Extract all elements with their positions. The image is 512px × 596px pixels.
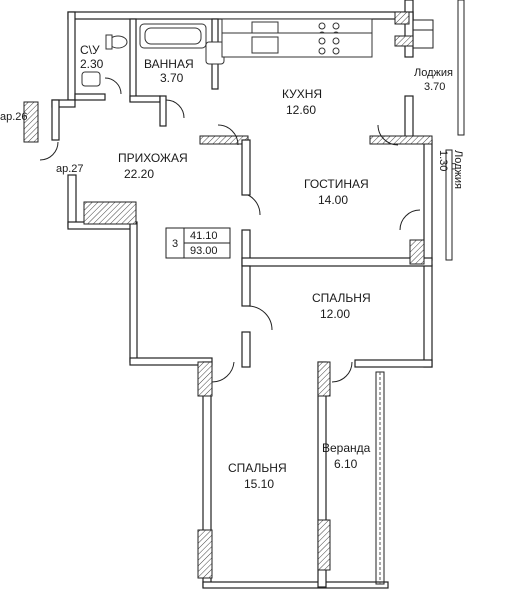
- bedroom2-name: СПАЛЬНЯ: [228, 461, 287, 475]
- shaft-27-label: ар.27: [56, 163, 84, 175]
- bedroom2-area: 15.10: [244, 477, 274, 491]
- interior-walls: [23, 11, 434, 368]
- veranda-name: Веранда: [322, 441, 371, 455]
- outer-walls: [51, 0, 465, 589]
- bathtub: [139, 23, 207, 49]
- wc-name: С\У: [80, 43, 100, 57]
- loggia1-area: 3.70: [424, 81, 445, 93]
- kitchen-area: 12.60: [286, 103, 316, 117]
- loggia1-name: Лоджия: [414, 67, 453, 79]
- bedroom1-area: 12.00: [320, 307, 350, 321]
- veranda-area: 6.10: [334, 457, 358, 471]
- wc-area: 2.30: [80, 57, 104, 71]
- loggia2-name: Лоджия: [452, 150, 464, 189]
- hall-name: ПРИХОЖАЯ: [118, 151, 188, 165]
- summary-box: 3 41.10 93.00: [165, 227, 231, 259]
- bath-name: ВАННАЯ: [144, 57, 194, 71]
- kitchen-counter: [221, 18, 373, 58]
- living-name: ГОСТИНАЯ: [304, 177, 369, 191]
- toilet: [105, 34, 128, 50]
- shaft-26-label: ар.26: [0, 111, 28, 123]
- summary-living-area: 41.10: [190, 230, 218, 242]
- living-area: 14.00: [318, 193, 348, 207]
- sink-wc: [81, 71, 101, 87]
- bedroom1-name: СПАЛЬНЯ: [312, 291, 371, 305]
- hall-area: 22.20: [124, 167, 154, 181]
- room-labels: С\У 2.30 ВАННАЯ 3.70 КУХНЯ 12.60 Лоджия …: [0, 43, 464, 491]
- kitchen-name: КУХНЯ: [282, 87, 322, 101]
- summary-rooms-count: 3: [172, 238, 178, 250]
- summary-total-area: 93.00: [190, 245, 218, 257]
- loggia2-area: 1.30: [437, 150, 449, 171]
- doors: [39, 77, 421, 383]
- bath-area: 3.70: [160, 71, 184, 85]
- sink-bath: [205, 41, 225, 65]
